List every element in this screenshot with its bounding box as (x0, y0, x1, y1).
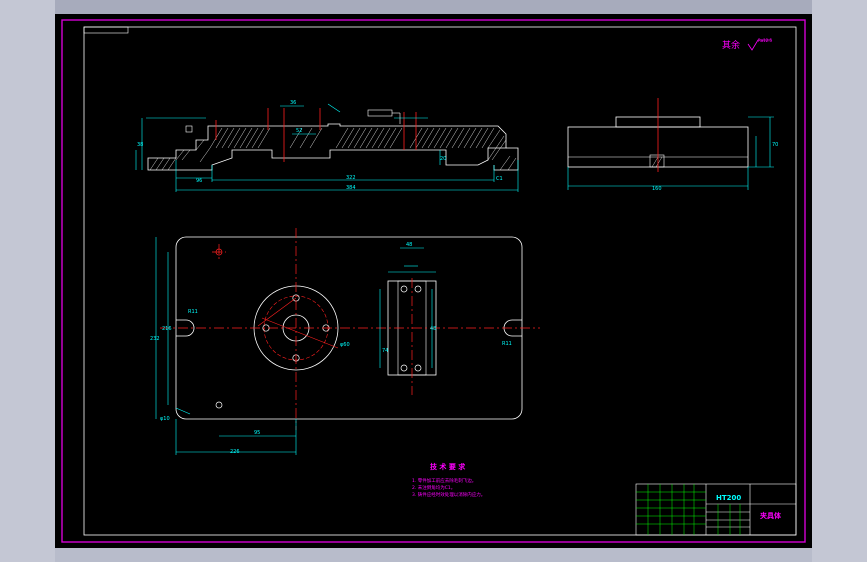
outer-frame (61, 19, 806, 543)
label-r11-right: R11 (502, 341, 512, 347)
dim-side-160: 160 (652, 186, 662, 192)
tech-req-item-1: 1. 零件加工前应去除毛刺飞边。 (412, 477, 476, 484)
roughness-symbol-icon (747, 39, 772, 51)
dim-front-36: 36 (290, 100, 296, 106)
title-block (635, 483, 797, 536)
dim-front-96: 96 (196, 178, 202, 184)
corner-label-box (83, 26, 129, 34)
dim-side-70: 70 (772, 142, 778, 148)
side-view: 160 70 (567, 98, 778, 192)
front-centerlines (215, 108, 417, 162)
dim-plan-232: 232 (150, 336, 160, 342)
left-margin (0, 0, 55, 562)
label-phi10: φ10 (160, 416, 170, 422)
right-margin (812, 0, 867, 562)
label-phi60: φ60 (340, 342, 350, 348)
roughness-value: Ra12.5 (758, 38, 773, 43)
hole-ray-lines (257, 297, 339, 349)
tech-req-item-3: 3. 铸件应经时效处理以消除内应力。 (412, 491, 485, 498)
window-top-strip (0, 0, 867, 14)
section-hatching (149, 127, 517, 171)
tech-req-title: 技 术 要 求 (430, 462, 466, 471)
plan-view: 226 95 232 216 48 74 48 R11 R11 φ10 φ60 … (150, 176, 540, 455)
dim-plan-226: 226 (230, 449, 240, 455)
dim-front-20: 20 (440, 156, 446, 162)
front-section-view: 96 322 384 38 36 52 20 (135, 100, 519, 192)
dim-plan-48: 48 (406, 242, 412, 248)
dim-front-322: 322 (346, 175, 356, 181)
tech-req-item-2: 2. 未注倒角均为C1。 (412, 484, 455, 491)
title-block-material: HT200 (716, 494, 741, 502)
label-r11-left: R11 (188, 309, 198, 315)
plan-centerlines (160, 228, 540, 430)
dim-front-384: 384 (346, 185, 356, 191)
front-dimensions (135, 103, 519, 192)
dim-plan-74: 74 (382, 348, 388, 354)
plan-dimensions (155, 237, 436, 455)
dim-front-38: 38 (137, 142, 143, 148)
dim-plan-95: 95 (254, 430, 260, 436)
roughness-label: 其余 (722, 39, 740, 51)
title-block-part-name: 夹具体 (760, 511, 782, 520)
label-c1: C1 (496, 176, 503, 182)
dim-plan-48b: 48 (430, 326, 436, 332)
technical-requirements: 技 术 要 求 1. 零件加工前应去除毛刺飞边。 2. 未注倒角均为C1。 3.… (412, 462, 485, 498)
dim-front-52: 52 (296, 128, 302, 134)
inner-frame (83, 26, 797, 536)
dim-plan-216: 216 (162, 326, 172, 332)
